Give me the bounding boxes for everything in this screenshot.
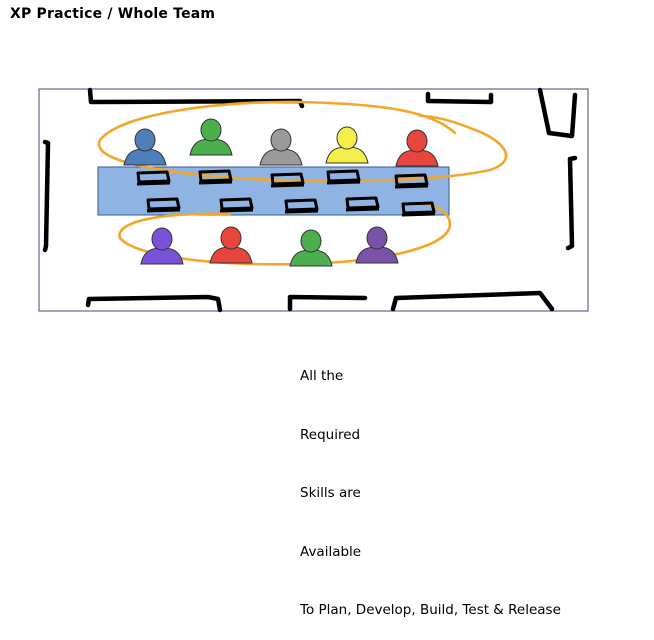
wall-left: [42, 139, 51, 253]
team-members: [123, 118, 439, 267]
person-icon: [259, 128, 303, 166]
caption: All the Required Skills are Available To…: [300, 328, 561, 640]
laptop-icon: [219, 197, 254, 213]
person-icon: [140, 227, 184, 265]
laptop-icon: [345, 196, 380, 212]
whole-team-diagram: [38, 87, 589, 313]
room-outline: [38, 88, 589, 312]
room-walls: [42, 87, 578, 313]
laptop-icon: [198, 169, 233, 185]
grouping-loops: [97, 100, 508, 266]
person-icon: [123, 128, 167, 166]
caption-line: All the: [300, 368, 344, 384]
wall-top-left: [87, 87, 305, 109]
person-icon: [355, 226, 399, 264]
laptop-icon: [136, 170, 171, 186]
wall-bottom-middle: [287, 294, 368, 312]
wall-bottom-right: [390, 290, 555, 312]
wall-right: [565, 155, 578, 251]
wall-top-right: [425, 91, 494, 105]
laptop-icon: [401, 201, 436, 217]
laptops: [136, 169, 436, 217]
caption-line: Available: [300, 543, 362, 560]
laptop-icon: [284, 198, 319, 214]
caption-line: Required: [300, 426, 361, 443]
grouping-loop-bottom: [118, 202, 452, 266]
wall-bottom-left: [85, 294, 223, 313]
person-icon: [289, 229, 333, 267]
person-icon: [395, 129, 439, 167]
laptop-icon: [394, 173, 429, 189]
laptop-icon: [270, 172, 305, 188]
person-icon: [325, 126, 369, 164]
laptop-icon: [146, 197, 181, 213]
page-title: XP Practice / Whole Team: [10, 6, 216, 22]
caption-line: To Plan, Develop, Build, Test & Release: [300, 602, 561, 618]
person-icon: [189, 118, 233, 156]
laptop-icon: [326, 169, 361, 185]
caption-line: Skills are: [300, 485, 361, 501]
person-icon: [209, 226, 253, 264]
wall-corner-top-right: [537, 87, 578, 139]
grouping-loop-top: [97, 100, 508, 183]
